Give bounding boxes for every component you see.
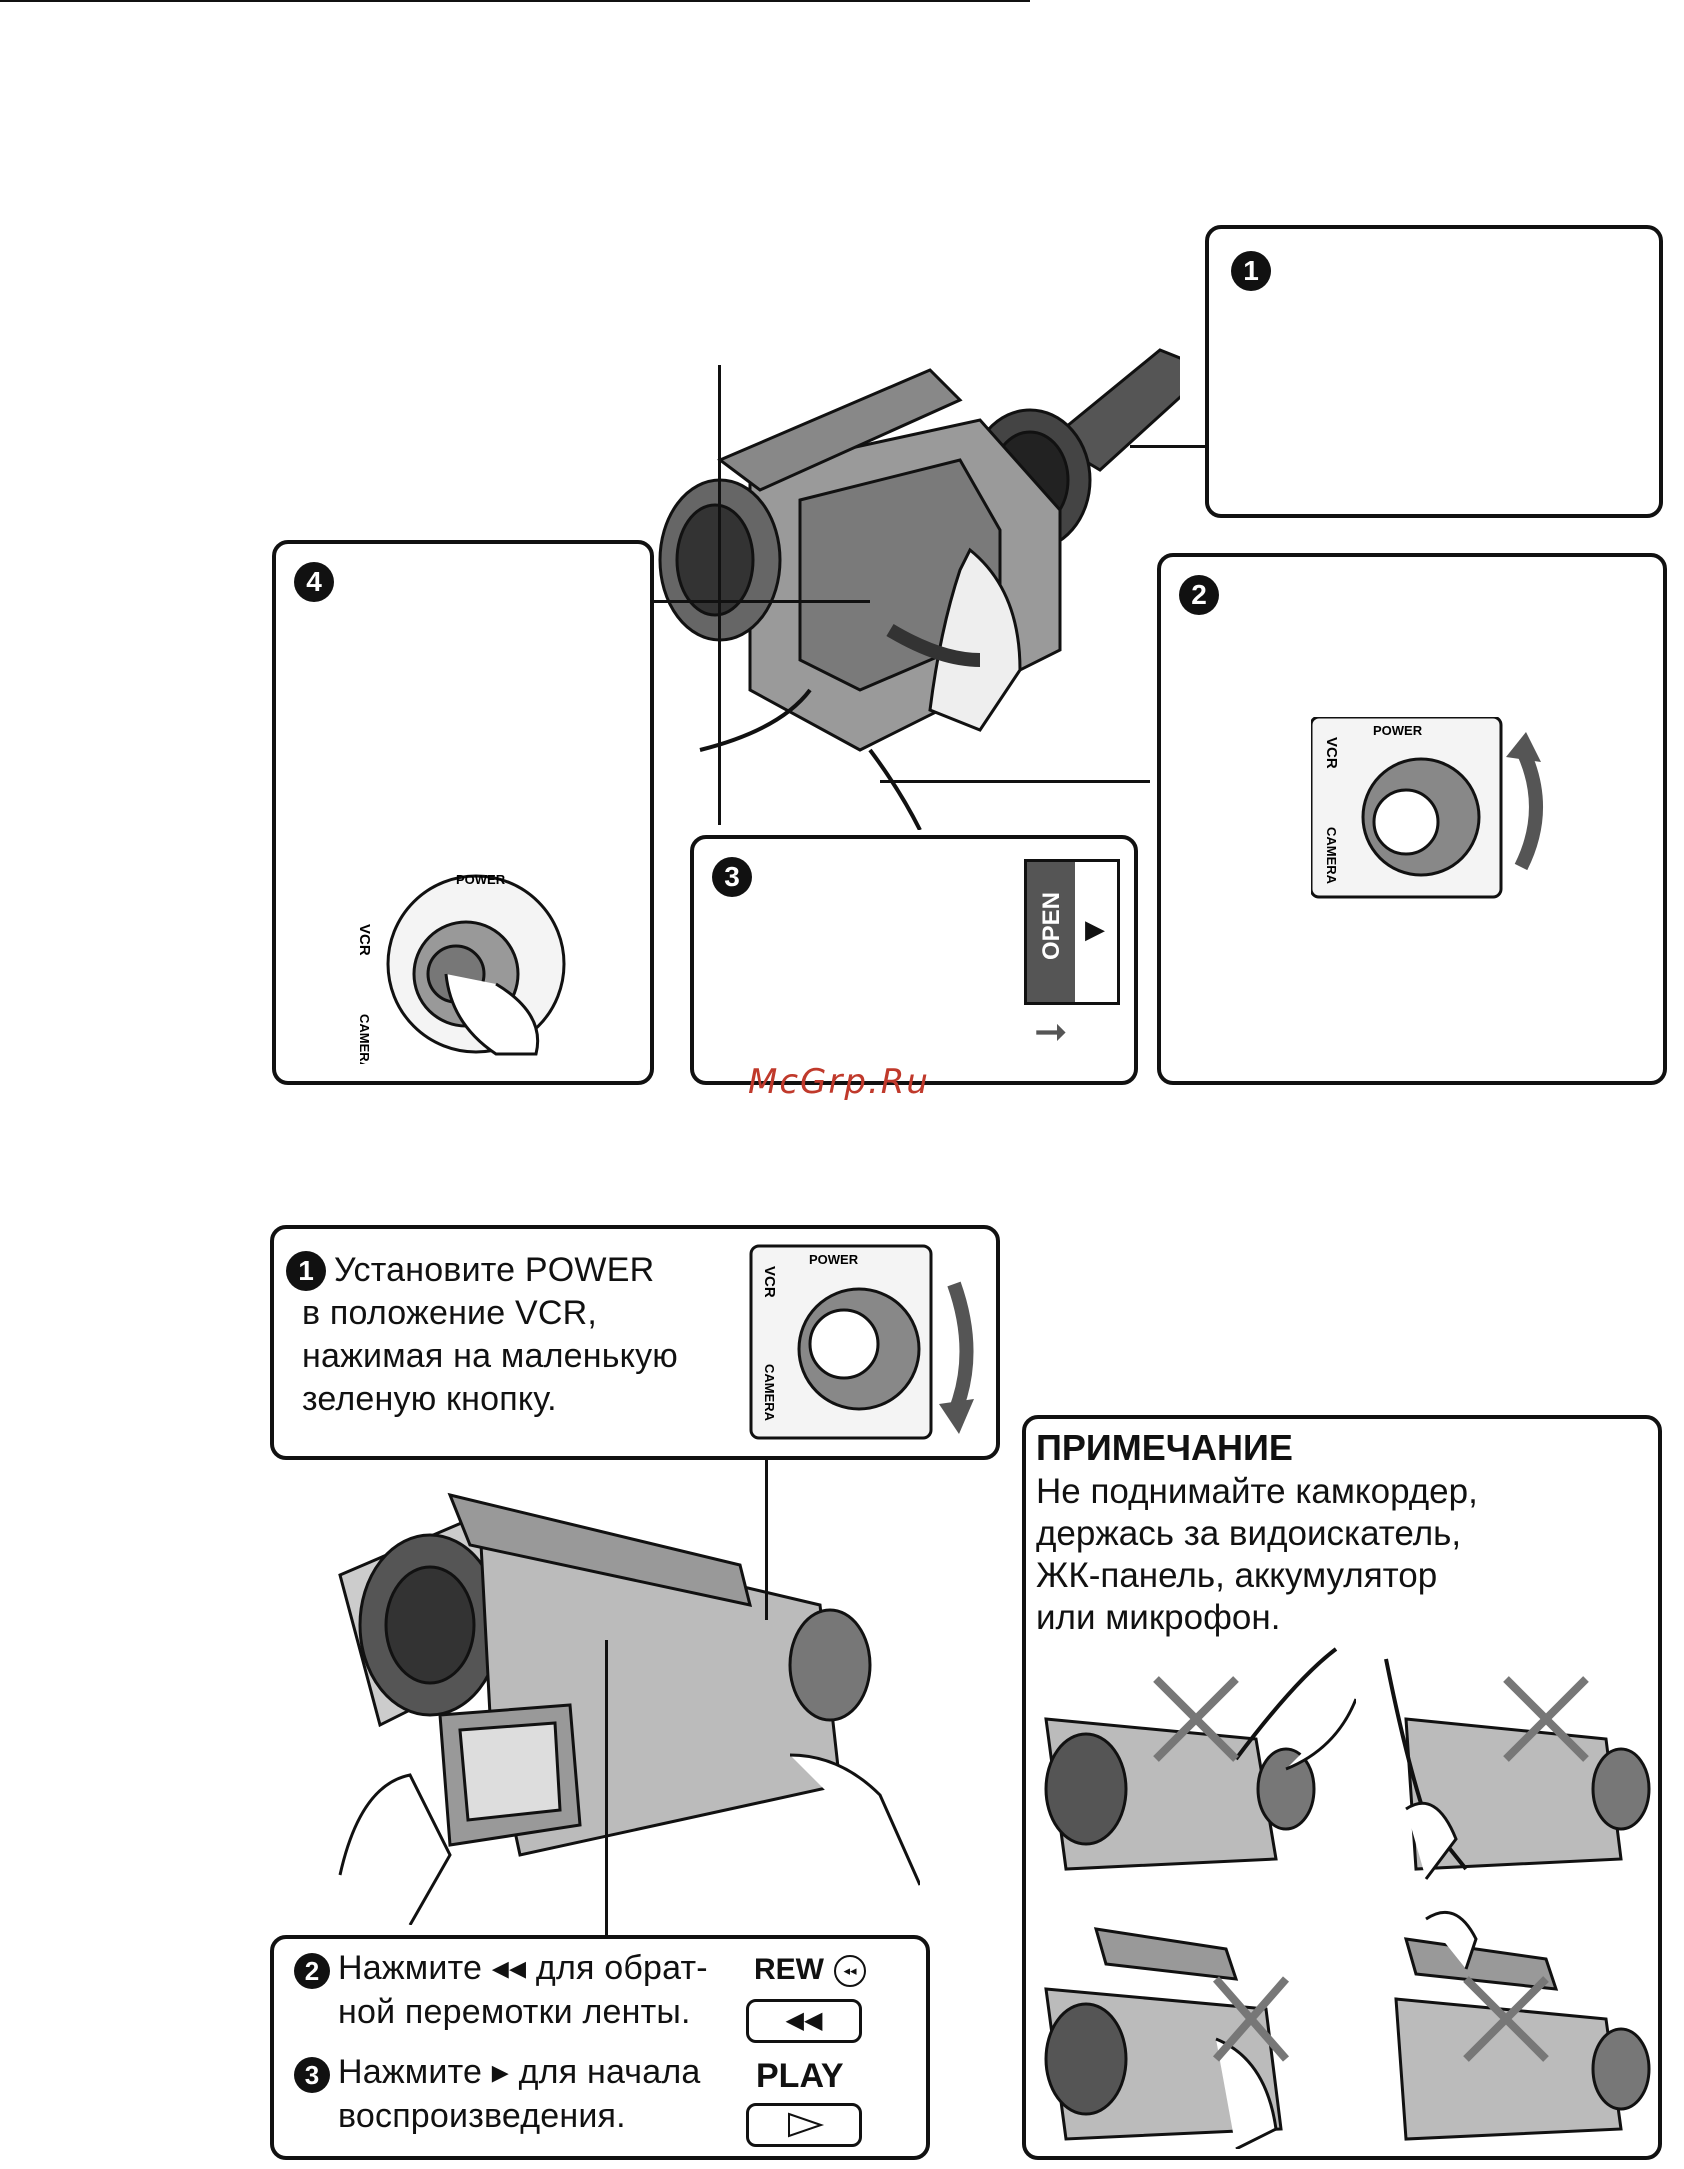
rew-small-icon: ◂◂ <box>834 1955 866 1987</box>
note-line-3: ЖК-панель, аккумулятор <box>1036 1556 1438 1595</box>
note-title: ПРИМЕЧАНИЕ <box>1036 1427 1293 1468</box>
leader-line <box>1130 445 1210 448</box>
dial-label-vcr: VCR <box>356 924 373 956</box>
incorrect-handling-viewfinder-illustration <box>1044 1647 1356 1871</box>
playback-step-1-box: 1 Установите POWER в положение VCR, нажи… <box>270 1225 1000 1460</box>
note-line-2: держась за видоискатель, <box>1036 1514 1462 1553</box>
playback-step-1-badge: 1 <box>286 1251 326 1291</box>
play-icon <box>788 2112 825 2138</box>
camcorder-playback-illustration <box>338 1492 920 1925</box>
step-1-badge: 1 <box>1231 251 1271 291</box>
open-label: OPEN <box>1038 892 1065 961</box>
cross-mark-icon <box>1503 1676 1589 1762</box>
incorrect-handling-microphone-illustration <box>1394 1910 1651 2141</box>
note-box: ПРИМЕЧАНИЕ Не поднимайте камкордер, держ… <box>1022 1415 1662 2160</box>
step-1-line-4: зеленую кнопку. <box>302 1380 557 1418</box>
step-3-box-top: 3 OPEN ▶ ➞ <box>690 835 1138 1085</box>
dial-label-power: POWER <box>456 872 506 887</box>
open-switch-slider <box>1027 862 1075 1002</box>
dial-label-power: POWER <box>1373 723 1423 738</box>
dial-label-camera: CAMERA <box>1324 827 1339 885</box>
incorrect-handling-lcd-illustration <box>1384 1658 1651 1880</box>
open-switch: OPEN ▶ <box>1024 859 1120 1005</box>
top-rule <box>0 0 1030 2</box>
playback-step-1-text: Установите POWER в положение VCR, нажима… <box>302 1249 774 1421</box>
cross-mark-icon <box>1463 1976 1549 2062</box>
step-1-line-2: в положение VCR, <box>302 1294 598 1332</box>
step-4-badge: 4 <box>294 562 334 602</box>
open-arrow-icon: ▶ <box>1085 914 1105 944</box>
rew-button[interactable]: ◀◀ <box>746 1999 862 2043</box>
leader-line <box>650 600 870 603</box>
dial-label-power: POWER <box>809 1252 859 1267</box>
rew-button-label: REW <box>754 1953 824 1986</box>
leader-line <box>880 780 1150 783</box>
leader-line <box>765 1460 768 1620</box>
step-1-line-1: Установите POWER <box>334 1251 655 1289</box>
playback-step-3-line-2: воспроизведения. <box>338 2097 626 2135</box>
play-button-label: PLAY <box>756 2057 844 2095</box>
cross-mark-icon <box>1212 1976 1290 2062</box>
playback-steps-2-3-box: 2 Нажмите ◂◂ для обрат- ной перемотки ле… <box>270 1935 930 2160</box>
dial-label-camera: CAMERA <box>762 1364 777 1422</box>
leader-line <box>605 1640 608 1940</box>
playback-step-2-badge: 2 <box>294 1953 330 1989</box>
step-1-box-top: 1 <box>1205 225 1663 518</box>
dial-label-vcr: VCR <box>1323 737 1340 769</box>
dial-label-camera: CAMERA <box>357 1014 372 1064</box>
note-line-4: или микрофон. <box>1036 1598 1281 1637</box>
step-3-badge: 3 <box>712 857 752 897</box>
play-button[interactable] <box>746 2103 862 2147</box>
note-line-1: Не поднимайте камкордер, <box>1036 1472 1478 1511</box>
power-dial-vcr-illustration: POWER VCR CAMERA <box>749 1244 974 1440</box>
step-2-badge: 2 <box>1179 575 1219 615</box>
playback-step-3-line-1: Нажмите ▸ для начала <box>338 2053 701 2091</box>
step-2-box-top: 2 POWER VCR CAMERA <box>1157 553 1667 1085</box>
camcorder-top-illustration <box>658 348 1180 830</box>
step-1-line-3: нажимая на маленькую <box>302 1337 678 1375</box>
power-dial-press-illustration: POWER VCR CAMERA <box>356 872 566 1064</box>
leader-line <box>718 365 721 825</box>
cross-mark-icon <box>1153 1676 1239 1762</box>
playback-step-2-line-2: ной перемотки ленты. <box>338 1993 691 2031</box>
note-body: Не поднимайте камкордер, держась за видо… <box>1036 1471 1478 1639</box>
playback-step-2-line-1: Нажмите ◂◂ для обрат- <box>338 1949 708 1987</box>
dial-label-vcr: VCR <box>761 1266 778 1298</box>
slide-arrow-icon: ➞ <box>1034 1010 1068 1054</box>
step-4-box: 4 POWER VCR CAMERA <box>272 540 654 1085</box>
incorrect-handling-battery-illustration <box>1044 1927 1290 2149</box>
playback-step-3-badge: 3 <box>294 2057 330 2093</box>
power-dial-rotate-illustration: POWER VCR CAMERA <box>1311 717 1543 899</box>
watermark: McGrp.Ru <box>748 1062 930 1102</box>
